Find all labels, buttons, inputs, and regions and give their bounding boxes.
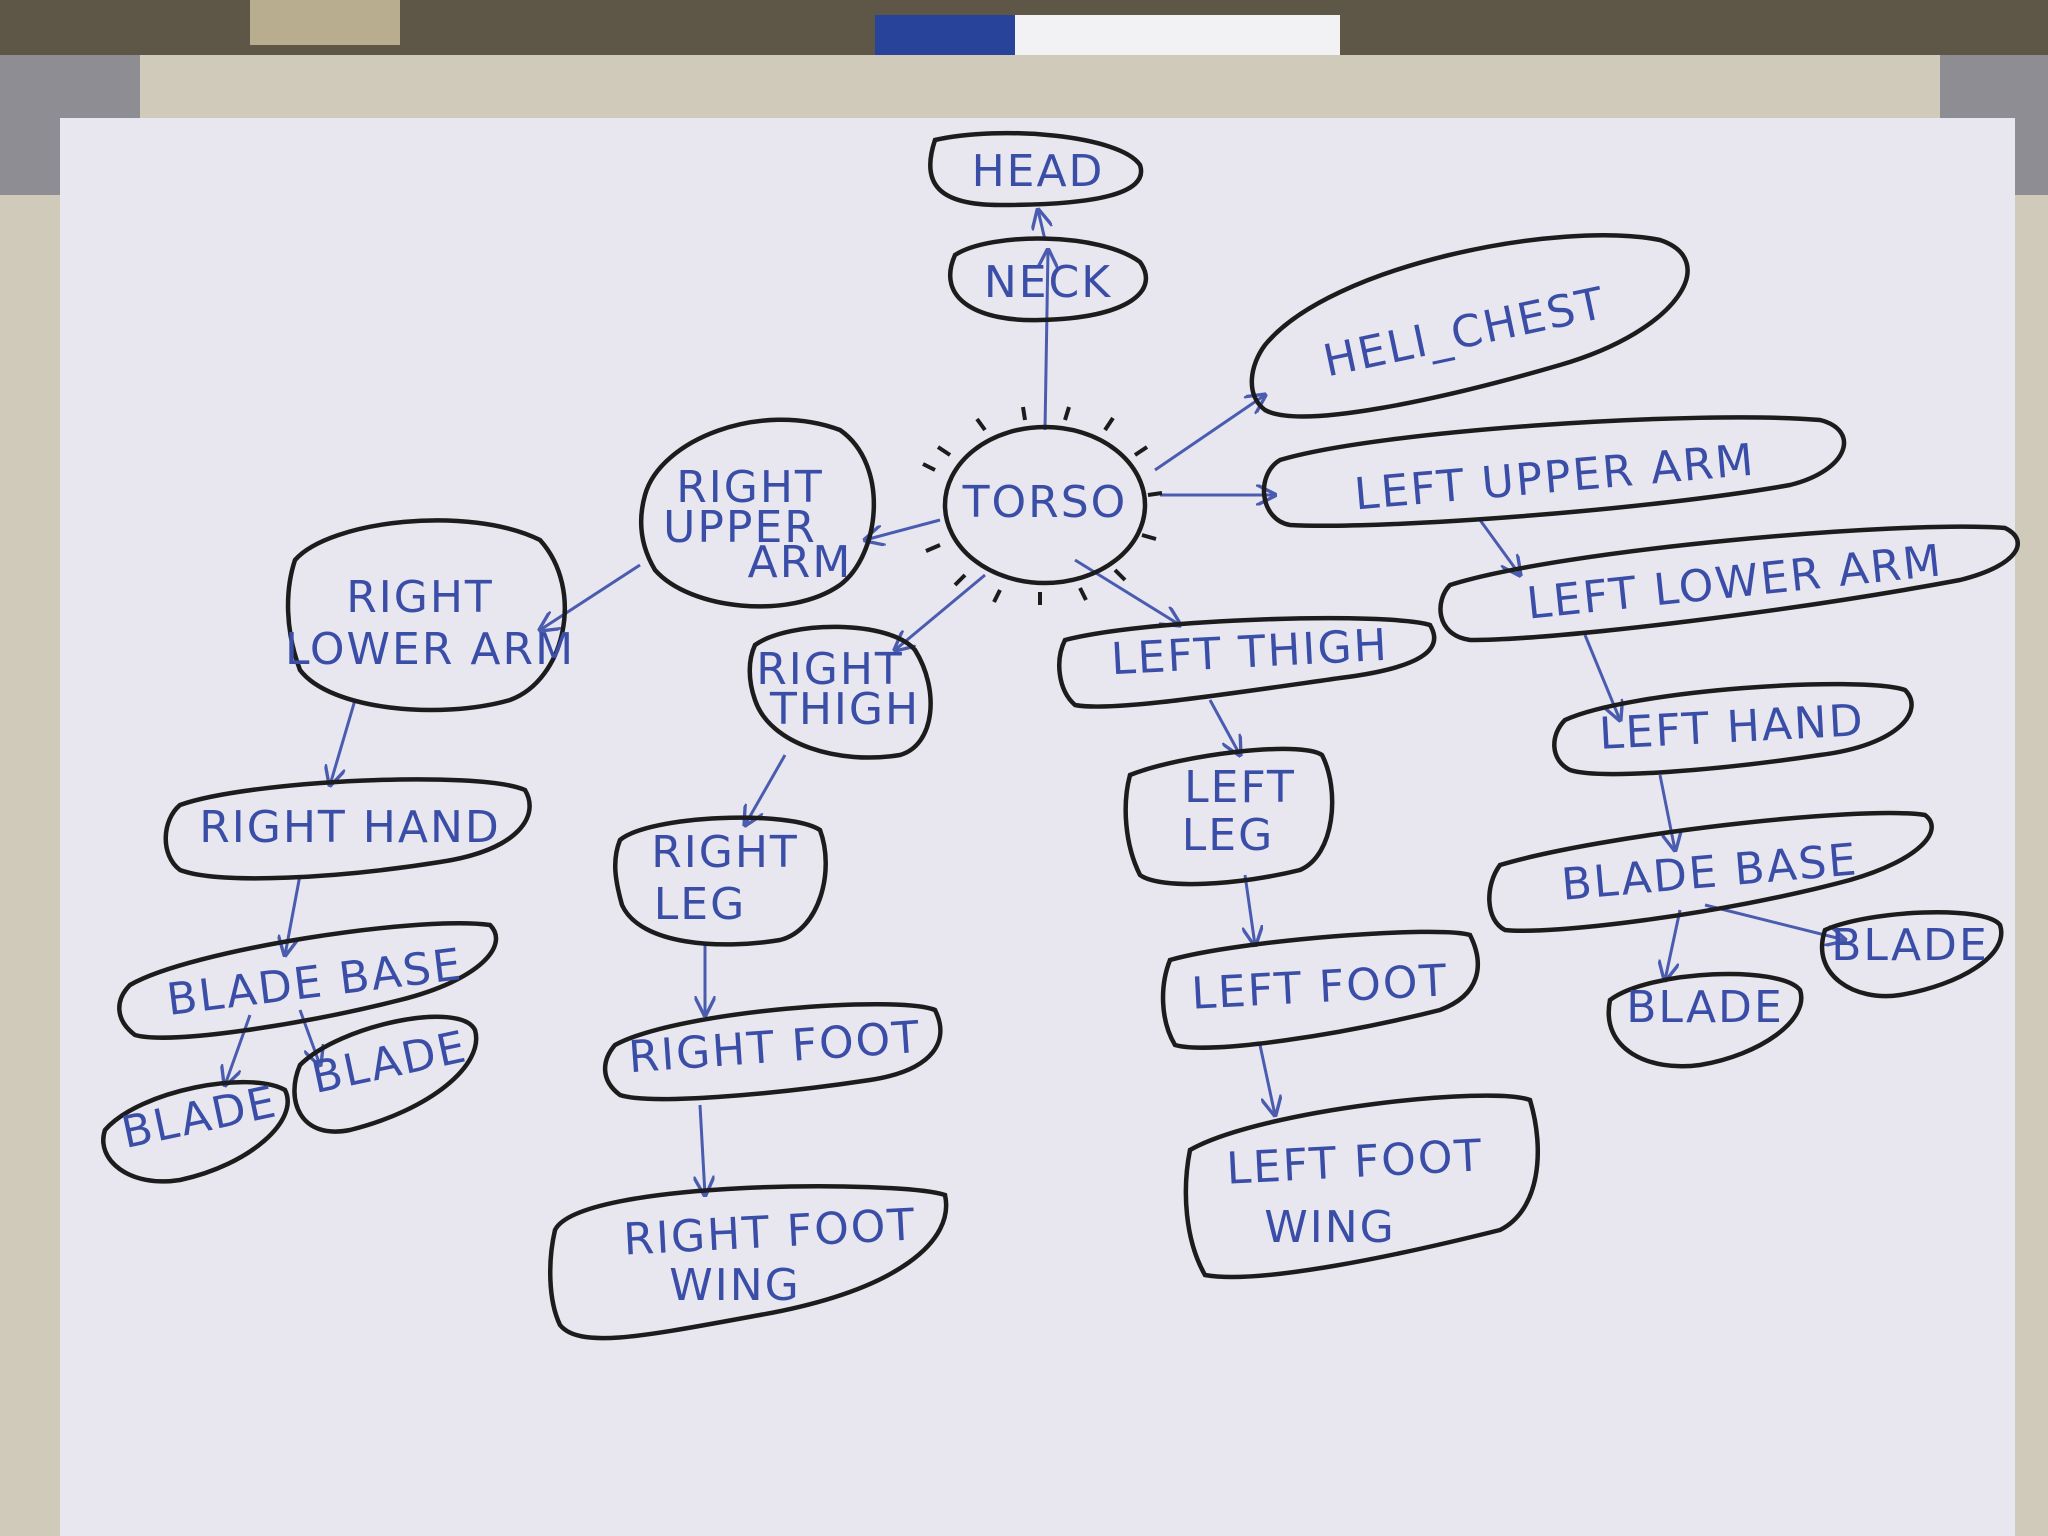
node-torso-outline	[942, 424, 1148, 586]
node-right-hand-outline	[163, 777, 532, 881]
node-right-lower-arm-outline	[285, 518, 567, 713]
edge-torso-to-right-upper-arm	[865, 518, 941, 540]
node-right-blade-base-outline	[117, 921, 499, 1040]
edge-neck-to-head	[1038, 210, 1045, 241]
edge-left-blade-base-to-left-blade-1	[1665, 909, 1682, 980]
node-left-blade-2-outline	[1819, 910, 2004, 999]
node-left-hand-outline	[1552, 681, 1914, 777]
node-right-foot-wing-outline	[548, 1184, 949, 1341]
node-left-blade-1: BLADE	[1606, 971, 1804, 1069]
node-left-blade-1-outline	[1606, 971, 1804, 1069]
node-left-foot: LEFT FOOT	[1160, 929, 1480, 1050]
node-right-foot-outline	[602, 1001, 943, 1102]
node-left-foot-wing-label-2: WING	[1264, 1202, 1396, 1253]
edge-right-blade-base-to-right-blade-1	[225, 1014, 252, 1085]
edge-right-lower-arm-to-right-hand	[330, 699, 357, 785]
node-right-foot: RIGHT FOOT	[602, 1001, 943, 1102]
node-left-blade-2: BLADE	[1819, 910, 2004, 999]
edge-right-thigh-to-right-leg	[745, 754, 787, 825]
edge-left-foot-to-left-foot-wing	[1258, 1044, 1275, 1115]
node-right-blade-2-outline	[292, 1014, 479, 1134]
node-left-leg-label-1: LEFT	[1184, 762, 1296, 813]
edge-left-thigh-to-left-leg	[1208, 699, 1240, 755]
node-right-thigh-outline	[747, 624, 933, 760]
node-right-leg: RIGHT LEG	[612, 815, 828, 947]
node-right-lower-arm: RIGHT LOWER ARM	[285, 518, 575, 713]
node-head-outline	[928, 130, 1144, 208]
node-left-blade-2-label: BLADE	[1831, 920, 1989, 971]
node-left-thigh-outline	[1057, 615, 1437, 709]
node-torso-label: TORSO	[962, 477, 1128, 528]
node-torso: TORSO	[922, 406, 1163, 605]
node-neck-outline	[947, 236, 1148, 323]
node-left-lower-arm-outline	[1438, 524, 2020, 643]
node-right-lower-arm-label-1: RIGHT	[346, 572, 494, 623]
node-right-foot-wing-label-2: WING	[669, 1260, 801, 1311]
edge-left-upper-arm-to-left-lower-arm	[1478, 519, 1520, 575]
wall-paper	[250, 0, 400, 45]
node-right-upper-arm: RIGHT UPPER ARM	[638, 417, 877, 609]
node-right-upper-arm-outline	[638, 417, 877, 609]
node-left-upper-arm-outline	[1261, 415, 1847, 529]
node-right-hand-label: RIGHT HAND	[199, 802, 501, 853]
node-left-blade-base-outline	[1487, 810, 1934, 934]
node-heli-chest-outline	[1249, 233, 1690, 419]
edge-torso-to-right-thigh	[895, 573, 986, 650]
node-right-thigh-label-1: RIGHT	[756, 644, 904, 695]
node-head-label: HEAD	[972, 146, 1105, 197]
node-head: HEAD	[928, 130, 1144, 208]
board-surface	[60, 118, 2015, 1536]
node-right-leg-label-2: LEG	[654, 879, 746, 930]
node-right-thigh: RIGHT THIGH	[747, 624, 933, 760]
node-right-thigh-label-2: THIGH	[769, 684, 920, 735]
torso-hatch-marks	[922, 406, 1163, 605]
node-right-blade-1-outline	[101, 1079, 290, 1184]
node-left-leg-label-2: LEG	[1182, 810, 1274, 861]
node-neck-label: NECK	[984, 257, 1112, 308]
edge-left-hand-to-left-blade-base	[1658, 774, 1675, 850]
node-neck: NECK	[947, 236, 1148, 323]
node-right-lower-arm-label-2: LOWER ARM	[285, 624, 575, 675]
node-right-hand: RIGHT HAND	[163, 777, 532, 881]
edge-torso-to-left-thigh	[1074, 558, 1180, 625]
edge-right-upper-arm-to-right-lower-arm	[540, 563, 641, 630]
node-right-upper-arm-label-1: RIGHT	[676, 462, 824, 513]
node-left-foot-outline	[1160, 929, 1480, 1050]
node-right-leg-label-1: RIGHT	[651, 827, 799, 878]
node-right-upper-arm-label-2: UPPER	[663, 502, 817, 553]
edge-torso-to-heli-chest	[1154, 395, 1265, 472]
node-left-foot-wing-outline	[1183, 1093, 1540, 1280]
node-left-blade-1-label: BLADE	[1626, 982, 1784, 1033]
edge-right-foot-to-right-foot-wing	[700, 1104, 705, 1195]
edges	[225, 210, 1845, 1195]
node-left-foot-wing: LEFT FOOT WING	[1183, 1093, 1540, 1280]
node-right-leg-outline	[612, 815, 828, 947]
marker-cap	[875, 15, 1015, 57]
edge-left-leg-to-left-foot	[1245, 874, 1255, 945]
node-left-leg-outline	[1123, 746, 1335, 887]
node-right-upper-arm-label-3: ARM	[748, 537, 853, 588]
node-left-leg: LEFT LEG	[1123, 746, 1335, 887]
edge-torso-to-neck	[1045, 250, 1048, 431]
